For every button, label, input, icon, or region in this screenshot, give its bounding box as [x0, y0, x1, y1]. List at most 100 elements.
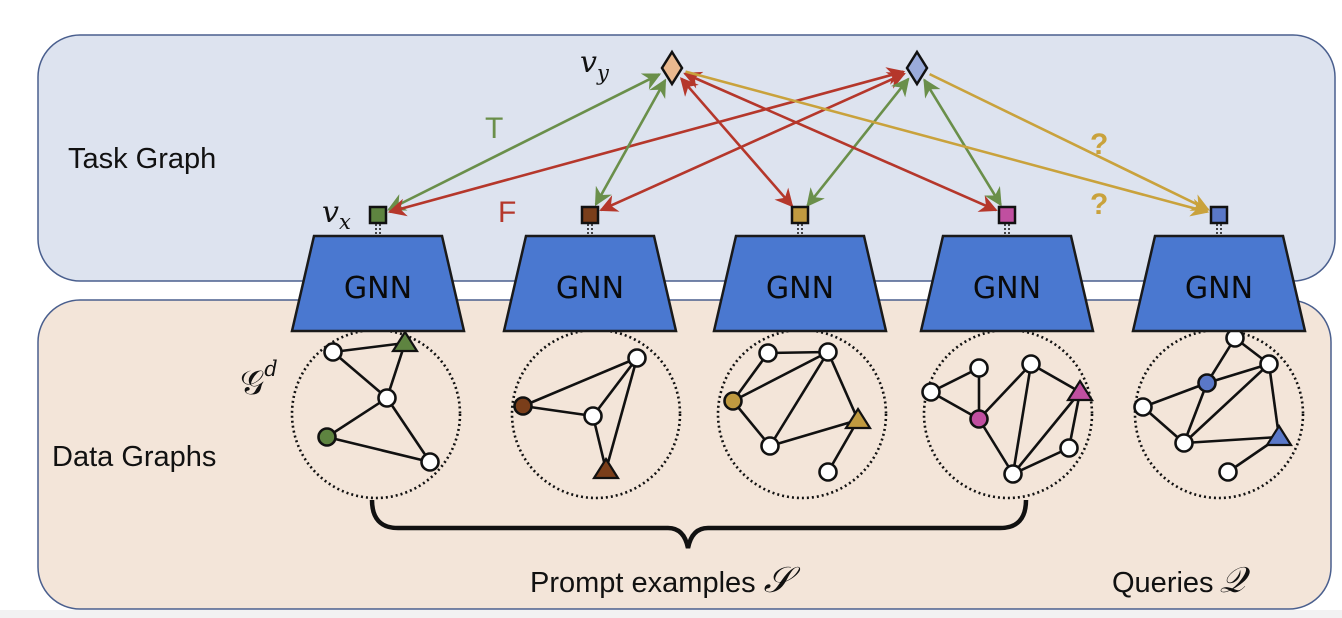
graph-edge: [1206, 362, 1270, 385]
false-edge-label: F: [498, 196, 516, 229]
source-node: [317, 427, 337, 447]
unknown-edge-label-1: ?: [1090, 128, 1108, 161]
data-graph-3: [716, 328, 888, 500]
graph-edge: [767, 350, 829, 355]
graph-edge: [1011, 363, 1033, 475]
unknown-edge-label-2: ?: [1090, 188, 1108, 221]
target-node: [1265, 423, 1293, 447]
graph-node: [1133, 397, 1153, 417]
gnn-label: GNN: [766, 271, 834, 306]
graph-edge: [1142, 381, 1208, 409]
gnn-label: GNN: [556, 271, 624, 306]
datapoint-node: [997, 205, 1017, 225]
graph-node: [818, 342, 838, 362]
bottom-strip: [0, 610, 1342, 618]
graph-edge: [1011, 391, 1082, 475]
graph-edge: [332, 351, 388, 399]
source-node: [1197, 373, 1217, 393]
graph-node: [583, 406, 603, 426]
encoder-prompt-4: GNN: [919, 205, 1095, 333]
gnn-label: GNN: [1185, 271, 1253, 306]
graph-node: [760, 436, 780, 456]
task-edge-true: [923, 78, 1002, 207]
vy-label: vy: [580, 45, 610, 85]
data-graph-1: [290, 328, 462, 500]
graph-edge: [732, 350, 829, 403]
data-graph-5: [1133, 328, 1305, 500]
task-graph-label: Task Graph: [68, 143, 216, 175]
graph-edge: [1183, 363, 1270, 444]
graph-node: [818, 462, 838, 482]
graph-edge: [1012, 446, 1070, 476]
graph-node: [1218, 462, 1238, 482]
graph-edge: [326, 435, 431, 464]
graph-node: [1003, 464, 1023, 484]
graph-edge: [826, 351, 860, 421]
graph-node: [1174, 433, 1194, 453]
label-false-node: [905, 49, 929, 87]
datapoint-node: [580, 205, 600, 225]
source-node: [513, 396, 533, 416]
true-edge-label: T: [485, 112, 503, 145]
data-graph-4: [921, 328, 1094, 500]
graph-edge: [522, 404, 594, 418]
graph-node: [969, 358, 989, 378]
graph-edge: [385, 397, 432, 463]
encoder-prompt-1: GNN: [290, 205, 466, 333]
task-edge-unknown: [685, 70, 1210, 217]
label-true-node: [660, 49, 684, 87]
graph-edge: [977, 418, 1015, 475]
graph-node: [420, 452, 440, 472]
graph-edge: [332, 341, 406, 354]
graph-edge: [769, 418, 859, 448]
graph-node: [758, 343, 778, 363]
gnn-block: [712, 234, 888, 333]
datapoint-node: [1209, 205, 1229, 225]
graph-edge: [522, 356, 638, 408]
datapoint-node: [790, 205, 810, 225]
gnn-label: GNN: [344, 271, 412, 306]
graph-edge: [326, 396, 388, 439]
data-graphs-label: Data Graphs: [52, 441, 216, 473]
graph-node: [323, 342, 343, 362]
source-node: [969, 409, 989, 429]
graph-edge: [768, 351, 830, 447]
gnn-block: [919, 234, 1095, 333]
prompt-brace: [369, 499, 1029, 549]
task-edge-unknown: [929, 72, 1210, 211]
data-graphs: [290, 328, 1305, 500]
target-node: [592, 456, 620, 480]
target-node: [1066, 378, 1094, 402]
gnn-block: [502, 234, 678, 333]
source-node: [723, 391, 743, 411]
label-nodes: [660, 49, 929, 87]
graph-edge: [731, 352, 770, 402]
graph-node: [1059, 438, 1079, 458]
graph-edge: [604, 357, 639, 471]
target-node: [844, 406, 872, 430]
graph-edge: [1267, 363, 1281, 438]
encoder-query-5: GNN: [1131, 205, 1307, 333]
encoders: GNN GNN GNN GNN GNN: [290, 205, 1307, 333]
graph-edge: [1182, 382, 1209, 444]
graph-edge: [978, 363, 1032, 420]
graph-edge: [591, 357, 639, 417]
gnn-block: [1131, 234, 1307, 333]
graph-node: [627, 348, 647, 368]
target-node: [391, 329, 419, 353]
graph-node: [377, 388, 397, 408]
graph-edge: [1183, 435, 1280, 445]
datapoint-node: [368, 205, 388, 225]
gnn-label: GNN: [973, 271, 1041, 306]
graph-node: [921, 382, 941, 402]
gnn-block: [290, 234, 466, 333]
data-graphs-panel: [37, 299, 1332, 610]
task-edges: [387, 67, 1210, 217]
graph-node: [1021, 354, 1041, 374]
encoder-prompt-2: GNN: [502, 205, 678, 333]
graph-node: [1259, 354, 1279, 374]
encoder-prompt-3: GNN: [712, 205, 888, 333]
gd-label: 𝒢d: [240, 357, 278, 403]
